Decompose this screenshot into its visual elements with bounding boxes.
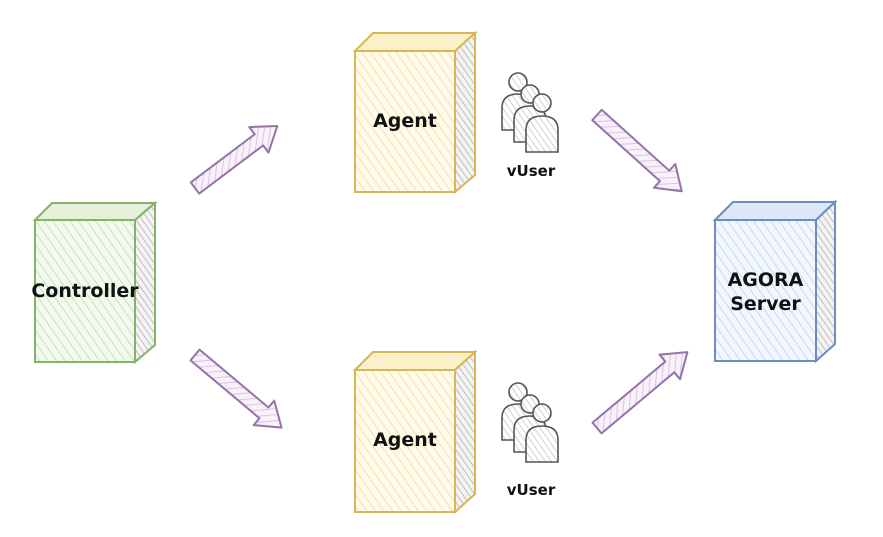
server-label-line1: AGORA — [727, 269, 804, 291]
server-label: AGORA Server — [715, 268, 816, 316]
arrow-controller-to-agent-top — [189, 125, 279, 195]
users-group-icon — [501, 382, 559, 463]
controller-label: Controller — [31, 280, 139, 302]
agent-top-label: Agent — [373, 110, 437, 132]
agent-bottom-label: Agent — [373, 429, 437, 451]
users-group-icon — [501, 72, 559, 153]
vuser-bottom-label: vUser — [506, 481, 556, 499]
controller-node — [32, 200, 158, 365]
server-label-line2: Server — [730, 293, 801, 315]
vuser-top-label: vUser — [506, 162, 556, 180]
arrow-controller-to-agent-bottom — [189, 348, 283, 429]
agora-server-node — [712, 199, 838, 364]
agent-top-node — [352, 30, 478, 195]
arrow-agent-bottom-to-server — [591, 351, 689, 435]
agent-bottom-node — [352, 349, 478, 515]
arrow-agent-top-to-server — [591, 108, 683, 193]
